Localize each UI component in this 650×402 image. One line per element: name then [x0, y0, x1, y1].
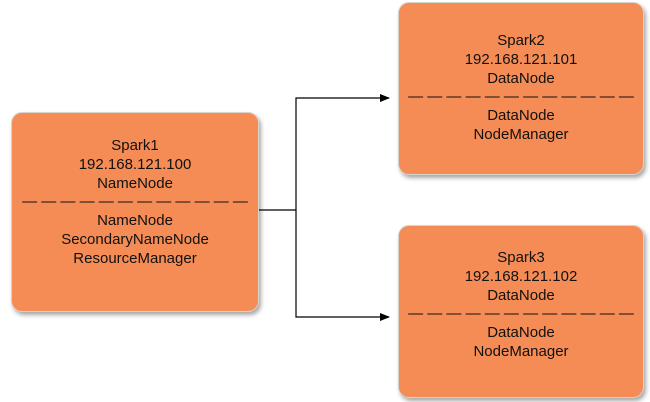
- edge-spark1-spark2: [259, 94, 390, 211]
- node-divider: — — — — — — — — — — — —: [408, 305, 634, 322]
- node-service: ResourceManager: [73, 250, 197, 267]
- node-hostname: Spark2: [497, 32, 545, 49]
- node-spark3[interactable]: Spark3 192.168.121.102 DataNode — — — — …: [398, 225, 644, 398]
- node-service: DataNode: [487, 107, 555, 124]
- node-hostname: Spark1: [111, 137, 159, 154]
- node-spark1[interactable]: Spark1 192.168.121.100 NameNode — — — — …: [11, 112, 259, 312]
- node-service: NameNode: [97, 212, 173, 229]
- node-ip: 192.168.121.102: [464, 268, 578, 285]
- node-divider: — — — — — — — — — — — —: [22, 193, 248, 210]
- edge-spark1-spark3: [295, 210, 390, 321]
- node-service: DataNode: [487, 324, 555, 341]
- node-role: DataNode: [487, 70, 555, 87]
- node-service: SecondaryNameNode: [61, 231, 209, 248]
- node-role: DataNode: [487, 287, 555, 304]
- node-service: NodeManager: [473, 126, 569, 143]
- node-divider: — — — — — — — — — — — —: [408, 88, 634, 105]
- node-ip: 192.168.121.101: [464, 51, 578, 68]
- node-hostname: Spark3: [497, 249, 545, 266]
- node-role: NameNode: [97, 175, 173, 192]
- node-spark2[interactable]: Spark2 192.168.121.101 DataNode — — — — …: [398, 2, 644, 175]
- node-service: NodeManager: [473, 343, 569, 360]
- node-ip: 192.168.121.100: [78, 156, 192, 173]
